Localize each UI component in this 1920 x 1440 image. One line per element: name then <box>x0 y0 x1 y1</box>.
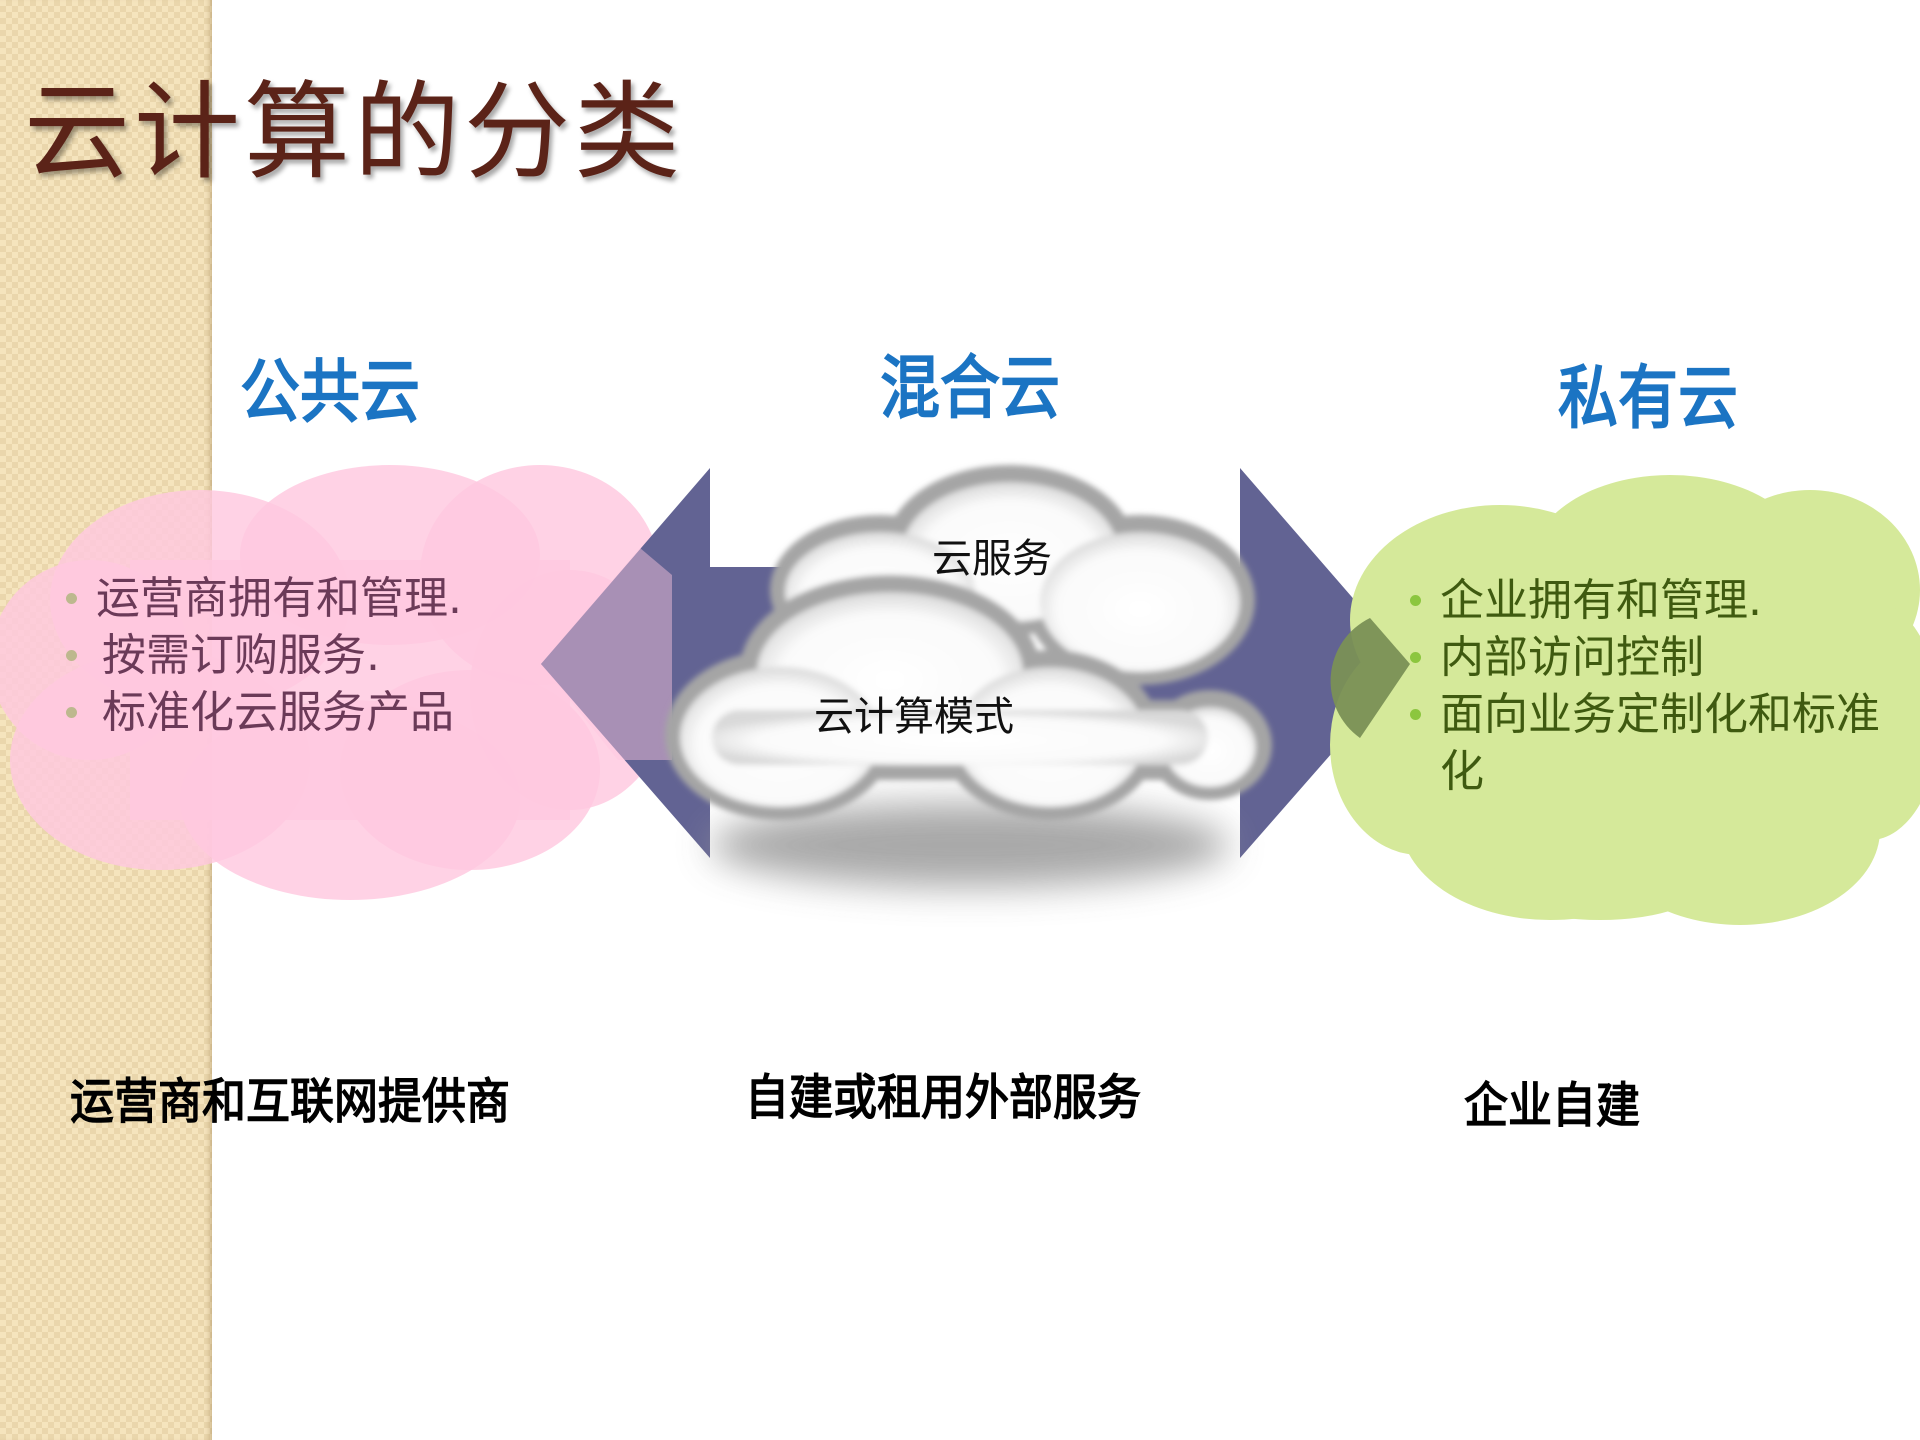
heading-public-cloud: 公共云 <box>240 352 420 433</box>
bullet-item: 面向业务定制化和标准化 <box>1410 686 1880 800</box>
bullet-dot-icon <box>66 650 77 661</box>
public-cloud-bullets: 运营商拥有和管理. 按需订购服务. 标准化云服务产品 <box>66 570 462 741</box>
bullet-dot-icon <box>1410 652 1421 663</box>
bullet-item: 标准化云服务产品 <box>66 684 462 741</box>
bullet-dot-icon <box>1410 595 1421 606</box>
arrow-right-icon <box>1130 468 1410 858</box>
public-cloud-provider-label: 运营商和互联网提供商 <box>70 1074 510 1131</box>
bullet-dot-icon <box>66 707 77 718</box>
private-cloud-bullets: 企业拥有和管理. 内部访问控制 面向业务定制化和标准化 <box>1410 572 1880 800</box>
cloud-model-label: 云计算模式 <box>814 694 1014 740</box>
cloud-service-label: 云服务 <box>932 536 1052 582</box>
slide-title: 云计算的分类 <box>24 71 684 194</box>
bullet-item: 内部访问控制 <box>1410 629 1880 686</box>
bullet-dot-icon <box>1410 709 1421 720</box>
hybrid-cloud-provider-label: 自建或租用外部服务 <box>745 1070 1141 1127</box>
arrow-left-icon <box>541 468 820 858</box>
private-cloud-shape <box>1330 475 1920 925</box>
bullet-dot-icon <box>66 593 77 604</box>
bullet-item: 按需订购服务. <box>66 627 462 684</box>
heading-private-cloud: 私有云 <box>1558 358 1738 439</box>
hybrid-cloud-graphic <box>665 465 1272 887</box>
bullet-item: 运营商拥有和管理. <box>66 570 462 627</box>
private-cloud-provider-label: 企业自建 <box>1464 1078 1640 1135</box>
bullet-item: 企业拥有和管理. <box>1410 572 1880 629</box>
heading-hybrid-cloud: 混合云 <box>880 348 1060 429</box>
